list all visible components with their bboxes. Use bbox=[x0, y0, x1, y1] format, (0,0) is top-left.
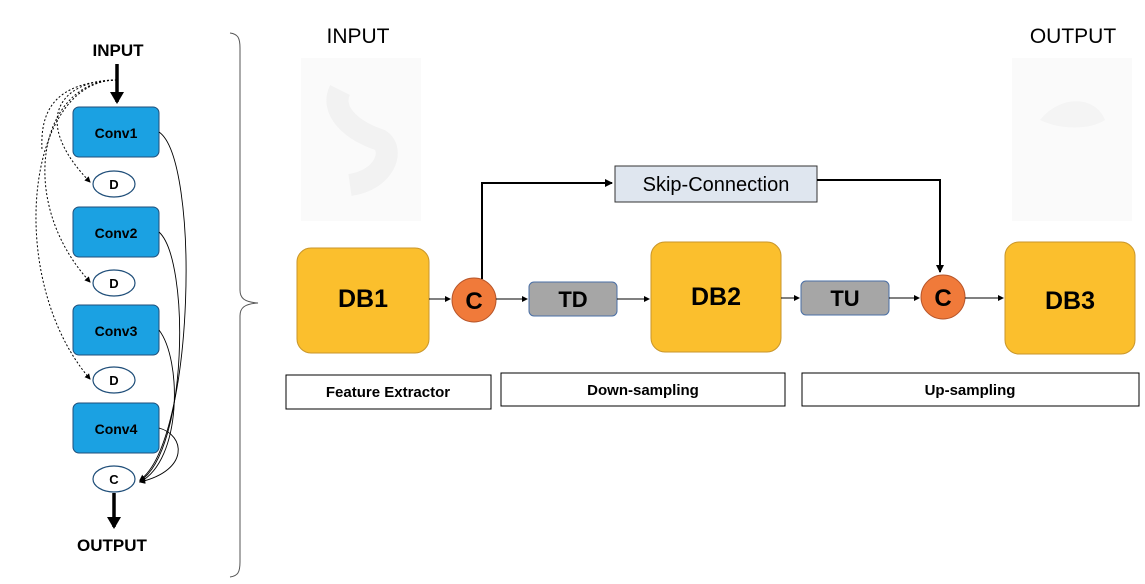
right-output-label: OUTPUT bbox=[1030, 25, 1117, 48]
conv-layer-4: Conv4 bbox=[72, 402, 160, 454]
skip-connection: Skip-Connection bbox=[614, 165, 818, 203]
dropout-label-2: D bbox=[109, 276, 118, 291]
stage-label-1: Feature Extractor bbox=[326, 384, 450, 401]
skip-arrow-in bbox=[481, 179, 613, 279]
input-image-shape bbox=[326, 85, 398, 196]
transition-down: TD bbox=[528, 281, 618, 317]
conv-label-1: Conv1 bbox=[95, 125, 138, 141]
stage-up-sampling: Up-sampling bbox=[801, 372, 1140, 407]
dropout-oval-2: D bbox=[92, 269, 136, 297]
concat-oval-label: C bbox=[109, 472, 119, 487]
stage-label-2: Down-sampling bbox=[587, 382, 699, 399]
expansion-bracket bbox=[229, 32, 259, 578]
dense-block-1: DB1 bbox=[296, 247, 430, 354]
concat-node-1: C bbox=[451, 277, 497, 323]
conv-to-concat-curves bbox=[139, 131, 187, 484]
output-image bbox=[1012, 58, 1132, 221]
concat-node-label-1: C bbox=[465, 288, 482, 315]
dense-block-label-1: DB1 bbox=[338, 285, 388, 313]
concat-node-label-2: C bbox=[934, 285, 951, 312]
conv-label-2: Conv2 bbox=[95, 225, 138, 241]
dense-block-label-3: DB3 bbox=[1045, 287, 1095, 315]
dropout-label-1: D bbox=[109, 177, 118, 192]
architecture-overview: INPUT OUTPUT DB1 DB2 DB3 C C bbox=[285, 25, 1140, 410]
skip-arrow-out bbox=[817, 179, 944, 273]
stage-feature-extractor: Feature Extractor bbox=[285, 374, 492, 410]
dropout-oval-3: D bbox=[92, 366, 136, 394]
left-output-label: OUTPUT bbox=[77, 536, 148, 555]
dropout-oval-1: D bbox=[92, 170, 136, 198]
conv-layer-2: Conv2 bbox=[72, 206, 160, 258]
skip-connection-label: Skip-Connection bbox=[643, 174, 790, 196]
stage-label-3: Up-sampling bbox=[925, 382, 1016, 399]
left-input-label: INPUT bbox=[93, 41, 145, 60]
output-image-shape bbox=[1040, 101, 1105, 128]
conv-label-4: Conv4 bbox=[95, 421, 138, 437]
concat-node-2: C bbox=[920, 274, 966, 320]
conv-label-3: Conv3 bbox=[95, 323, 138, 339]
dense-block-label-2: DB2 bbox=[691, 283, 741, 311]
dense-block-3: DB3 bbox=[1004, 241, 1136, 355]
dense-block-detail: INPUT Conv1 Conv2 Conv3 Conv4 bbox=[35, 41, 187, 555]
transition-up: TU bbox=[800, 280, 890, 316]
transition-down-label: TD bbox=[558, 287, 587, 312]
dense-block-2: DB2 bbox=[650, 241, 782, 353]
flow-arrows bbox=[429, 295, 1004, 302]
conv-layer-1: Conv1 bbox=[72, 106, 160, 158]
stage-down-sampling: Down-sampling bbox=[500, 372, 786, 407]
concat-oval: C bbox=[92, 465, 136, 493]
dropout-label-3: D bbox=[109, 373, 118, 388]
conv-layer-3: Conv3 bbox=[72, 304, 160, 356]
right-input-label: INPUT bbox=[327, 25, 390, 48]
input-dotted-branches bbox=[35, 79, 118, 380]
transition-up-label: TU bbox=[830, 286, 859, 311]
